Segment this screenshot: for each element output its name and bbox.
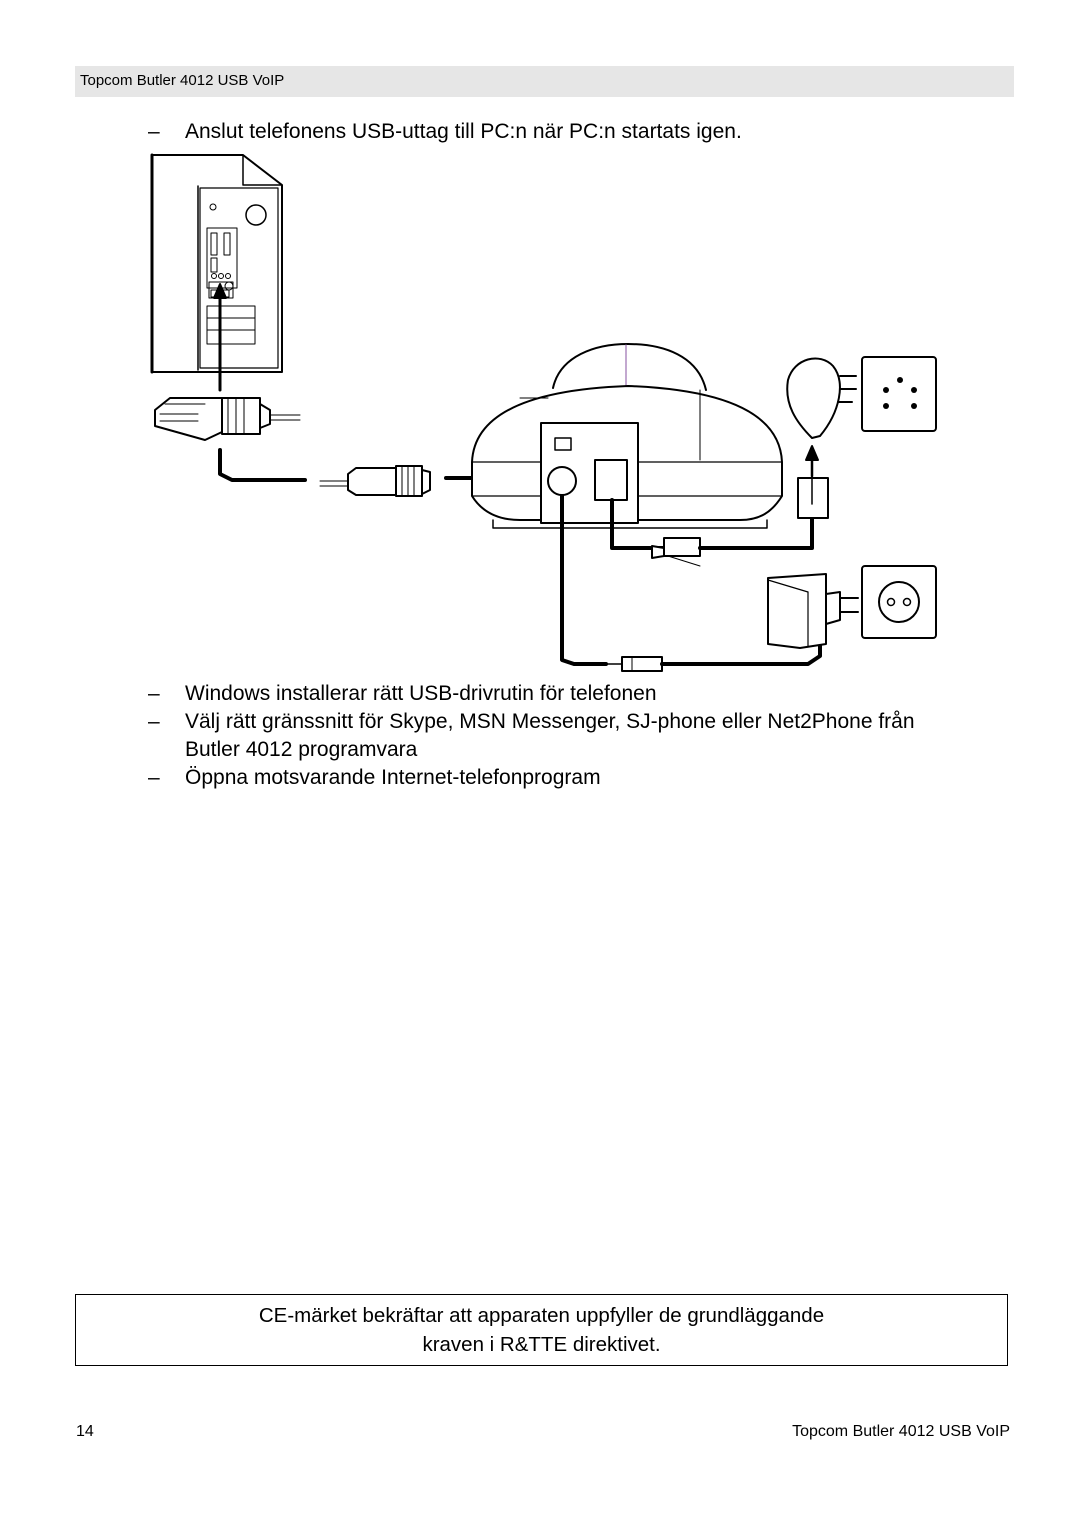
- power-wall-socket-icon: [861, 565, 937, 639]
- ce-notice-line-2: kraven i R&TTE direktivet.: [422, 1333, 661, 1356]
- phone-base-icon: [471, 343, 783, 529]
- ce-notice-box: CE-märket bekräftar att apparaten uppfyl…: [75, 1294, 1008, 1366]
- telephone-adapter-icon: [786, 357, 857, 519]
- power-adapter-icon: [767, 573, 859, 649]
- ce-notice-line-1: CE-märket bekräftar att apparaten uppfyl…: [258, 1304, 825, 1327]
- step-dash: –: [148, 682, 160, 705]
- step-text-continued: Butler 4012 programvara: [185, 738, 418, 761]
- header-title: Topcom Butler 4012 USB VoIP: [80, 72, 285, 89]
- running-header: Topcom Butler 4012 USB VoIP: [75, 66, 1014, 97]
- telephone-wall-socket-icon: [861, 356, 937, 432]
- step-text: Välj rätt gränssnitt för Skype, MSN Mess…: [185, 710, 915, 733]
- step-dash: –: [148, 710, 160, 733]
- usb-a-plug-icon: [154, 397, 301, 441]
- step-dash: –: [148, 766, 160, 789]
- pc-tower-icon: [150, 153, 283, 374]
- step-text: Öppna motsvarande Internet-telefonprogra…: [185, 766, 601, 789]
- page-number: 14: [76, 1423, 94, 1440]
- step-text: Anslut telefonens USB-uttag till PC:n nä…: [185, 120, 742, 143]
- step-text: Windows installerar rätt USB-drivrutin f…: [185, 682, 657, 705]
- power-jack-icon: [621, 656, 663, 672]
- footer-title: Topcom Butler 4012 USB VoIP: [792, 1423, 1010, 1440]
- usb-b-plug-icon: [347, 465, 431, 497]
- step-dash: –: [148, 120, 160, 143]
- rj11-plug-icon: [651, 537, 701, 567]
